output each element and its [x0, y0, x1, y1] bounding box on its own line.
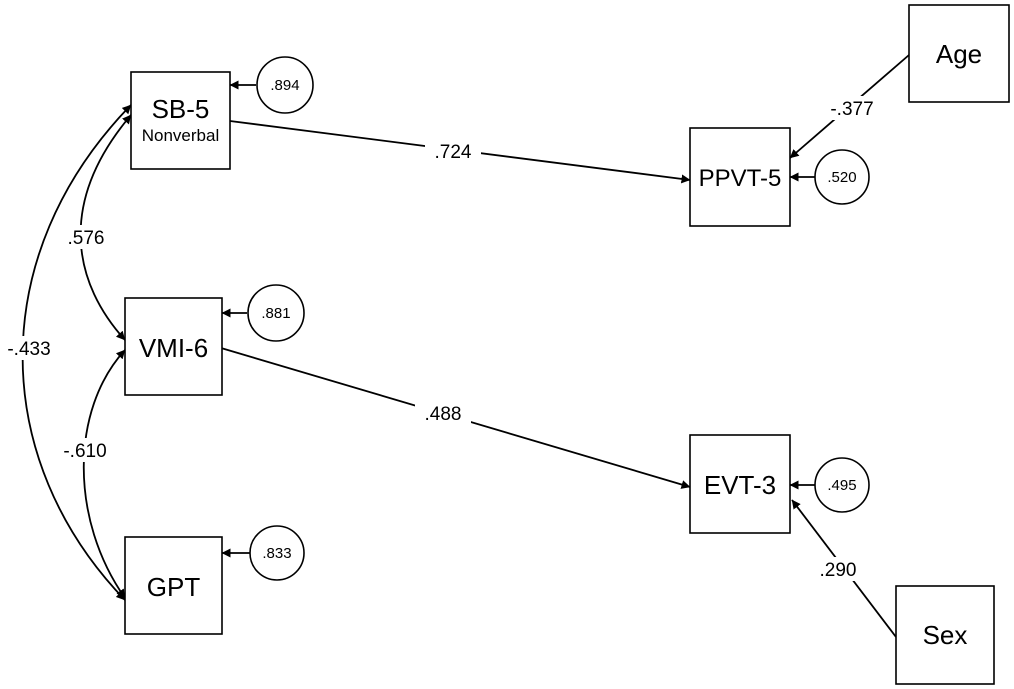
path-coef-sb5-ppvt5: .724	[435, 142, 472, 163]
label-bg-vmi6-evt3	[415, 401, 471, 425]
path-coef-age-ppvt5: -.377	[830, 99, 873, 120]
node-sb5-label: SB-5	[152, 94, 210, 124]
error-circle-evt3	[814, 457, 870, 513]
label-bg-age-ppvt5	[820, 96, 884, 120]
error-circle-gpt	[249, 525, 305, 581]
node-ppvt5-label: PPVT-5	[699, 165, 782, 192]
node-vmi6-label: VMI-6	[139, 333, 208, 363]
node-evt3-label: EVT-3	[704, 470, 776, 500]
node-sex-label: Sex	[923, 620, 968, 650]
error-value-ppvt5: .520	[827, 169, 856, 186]
error-circle-ppvt5	[814, 149, 870, 205]
node-sex-box	[895, 585, 995, 685]
error-value-evt3: .495	[827, 477, 856, 494]
correlation-vmi6-gpt	[82, 349, 126, 599]
node-age-label: Age	[936, 39, 982, 69]
error-circle-vmi6	[247, 284, 305, 342]
node-age-box	[908, 4, 1010, 103]
node-gpt-label: GPT	[147, 572, 201, 602]
path-coef-vmi6-evt3: .488	[425, 404, 462, 425]
node-gpt-box	[124, 536, 223, 635]
node-sb5-box	[130, 71, 231, 170]
correlation-coef-sb5-gpt: -.433	[7, 339, 50, 360]
label-bg-sex-evt3	[811, 557, 865, 581]
label-bg-sb5-ppvt5	[425, 139, 481, 163]
node-vmi6-box	[124, 297, 223, 396]
correlation-coef-vmi6-gpt: -.610	[63, 441, 106, 462]
error-value-gpt: .833	[262, 545, 291, 562]
error-value-sb5: .894	[270, 77, 299, 94]
label-bg-sb5-gpt	[0, 336, 58, 360]
error-circle-sb5	[256, 56, 314, 114]
node-evt3-box	[689, 434, 791, 534]
label-bg-sb5-vmi6	[60, 225, 114, 249]
node-ppvt5-box	[689, 127, 791, 227]
correlation-coef-sb5-vmi6: .576	[68, 228, 105, 249]
label-bg-vmi6-gpt	[56, 438, 116, 462]
path-coef-sex-evt3: .290	[820, 560, 857, 581]
error-value-vmi6: .881	[261, 305, 290, 322]
node-sb5-sublabel: Nonverbal	[142, 126, 220, 145]
